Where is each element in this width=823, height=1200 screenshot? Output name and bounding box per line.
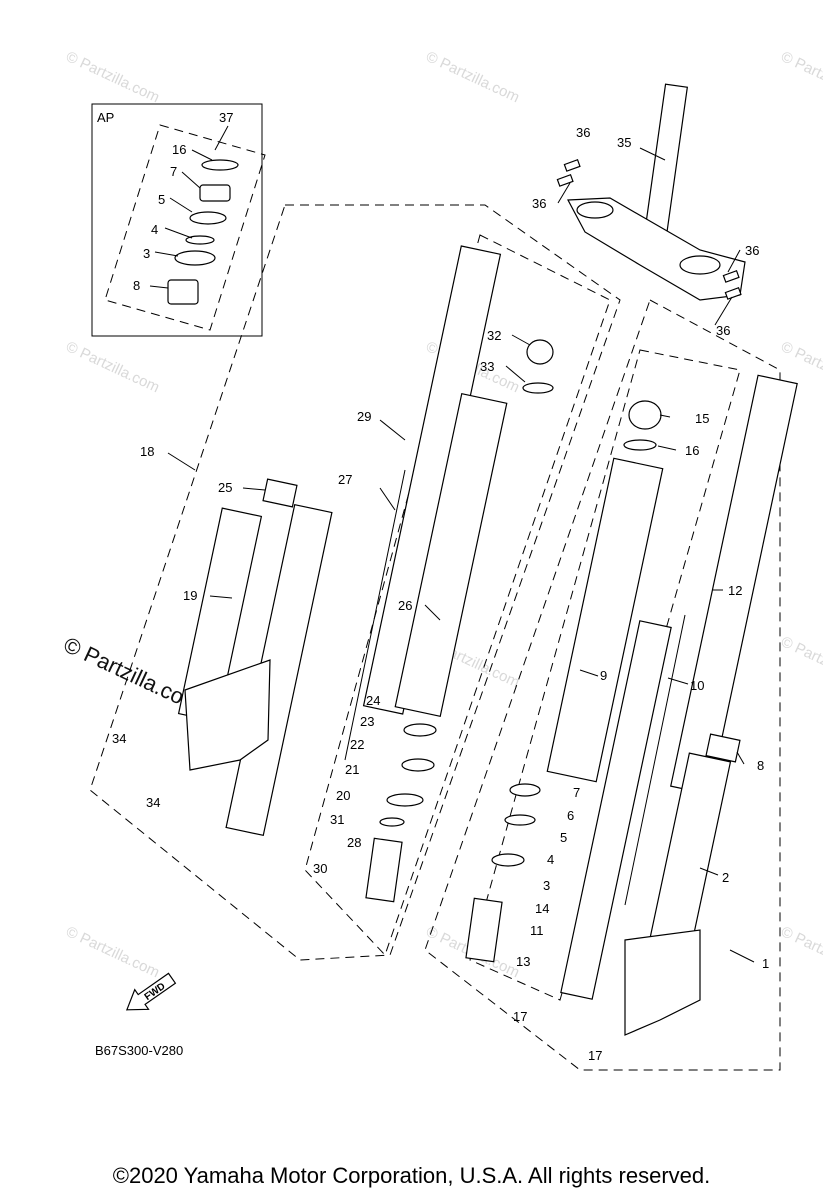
callout: 17	[513, 1009, 527, 1024]
callout: 7	[170, 164, 177, 179]
callout: 5	[158, 192, 165, 207]
callout: 35	[617, 135, 631, 150]
left-fork-parts	[177, 245, 554, 903]
callout: 22	[350, 737, 364, 752]
watermark: © Partzilla.com	[63, 48, 162, 106]
callout: 3	[143, 246, 150, 261]
callout: 11	[530, 923, 544, 938]
callout: 26	[398, 598, 412, 613]
callout: 15	[695, 411, 709, 426]
callout: 19	[183, 588, 197, 603]
callout: 8	[133, 278, 140, 293]
callout: 14	[535, 901, 549, 916]
callout: 8	[757, 758, 764, 773]
watermark: © Partzilla.com	[778, 923, 823, 981]
callout: 3	[543, 878, 550, 893]
inner-tube-left-outline	[304, 234, 611, 956]
callout: 37	[219, 110, 233, 125]
callout: 36	[532, 196, 546, 211]
watermark: © Partzilla.com	[778, 633, 823, 691]
left-fork-group-outline	[89, 204, 621, 961]
callout: 30	[313, 861, 327, 876]
right-fork-group-outline	[424, 299, 781, 1071]
inner-tube-right-outline	[469, 349, 741, 1001]
callout: 9	[600, 668, 607, 683]
leader-lines	[149, 125, 755, 963]
callout: 36	[576, 125, 590, 140]
callout: 28	[347, 835, 361, 850]
callout: 23	[360, 714, 374, 729]
callout: 17	[588, 1048, 602, 1063]
callout: 10	[690, 678, 704, 693]
callout: 4	[547, 852, 554, 867]
copyright-notice: ©2020 Yamaha Motor Corporation, U.S.A. A…	[112, 1163, 711, 1188]
callout: 27	[338, 472, 352, 487]
callout: 24	[366, 693, 380, 708]
inset-box	[91, 103, 263, 337]
watermark: © Partzilla.com	[63, 923, 162, 981]
callout: 34	[146, 795, 160, 810]
callout: 21	[345, 762, 359, 777]
steering-stem-assembly	[556, 83, 746, 301]
diagram-code: B67S300-V280	[95, 1043, 183, 1058]
watermark: © Partzilla.com	[423, 48, 522, 106]
callout: 6	[567, 808, 574, 823]
callout: 1	[762, 956, 769, 971]
callout: 2	[722, 870, 729, 885]
part-callouts: 1 2 3 4 5 6 7 8 9 10 11 12 13 14 15 16 1…	[112, 110, 769, 1063]
right-fork-parts	[465, 374, 798, 1036]
callout: 33	[480, 359, 494, 374]
callout: 25	[218, 480, 232, 495]
inset-label: AP	[97, 110, 114, 125]
watermark: © Partzilla.com	[778, 48, 823, 106]
callout: 12	[728, 583, 742, 598]
callout: 34	[112, 731, 126, 746]
callout: 29	[357, 409, 371, 424]
callout: 18	[140, 444, 154, 459]
inset-parts	[167, 159, 239, 305]
callout: 4	[151, 222, 158, 237]
callout: 16	[685, 443, 699, 458]
callout: 5	[560, 830, 567, 845]
callout: 32	[487, 328, 501, 343]
watermark: © Partzilla.com	[63, 338, 162, 396]
callout: 16	[172, 142, 186, 157]
callout: 31	[330, 812, 344, 827]
callout: 20	[336, 788, 350, 803]
callout: 36	[745, 243, 759, 258]
callout: 7	[573, 785, 580, 800]
callout: 36	[716, 323, 730, 338]
inset-dashed-group	[104, 124, 266, 331]
callout: 13	[516, 954, 530, 969]
